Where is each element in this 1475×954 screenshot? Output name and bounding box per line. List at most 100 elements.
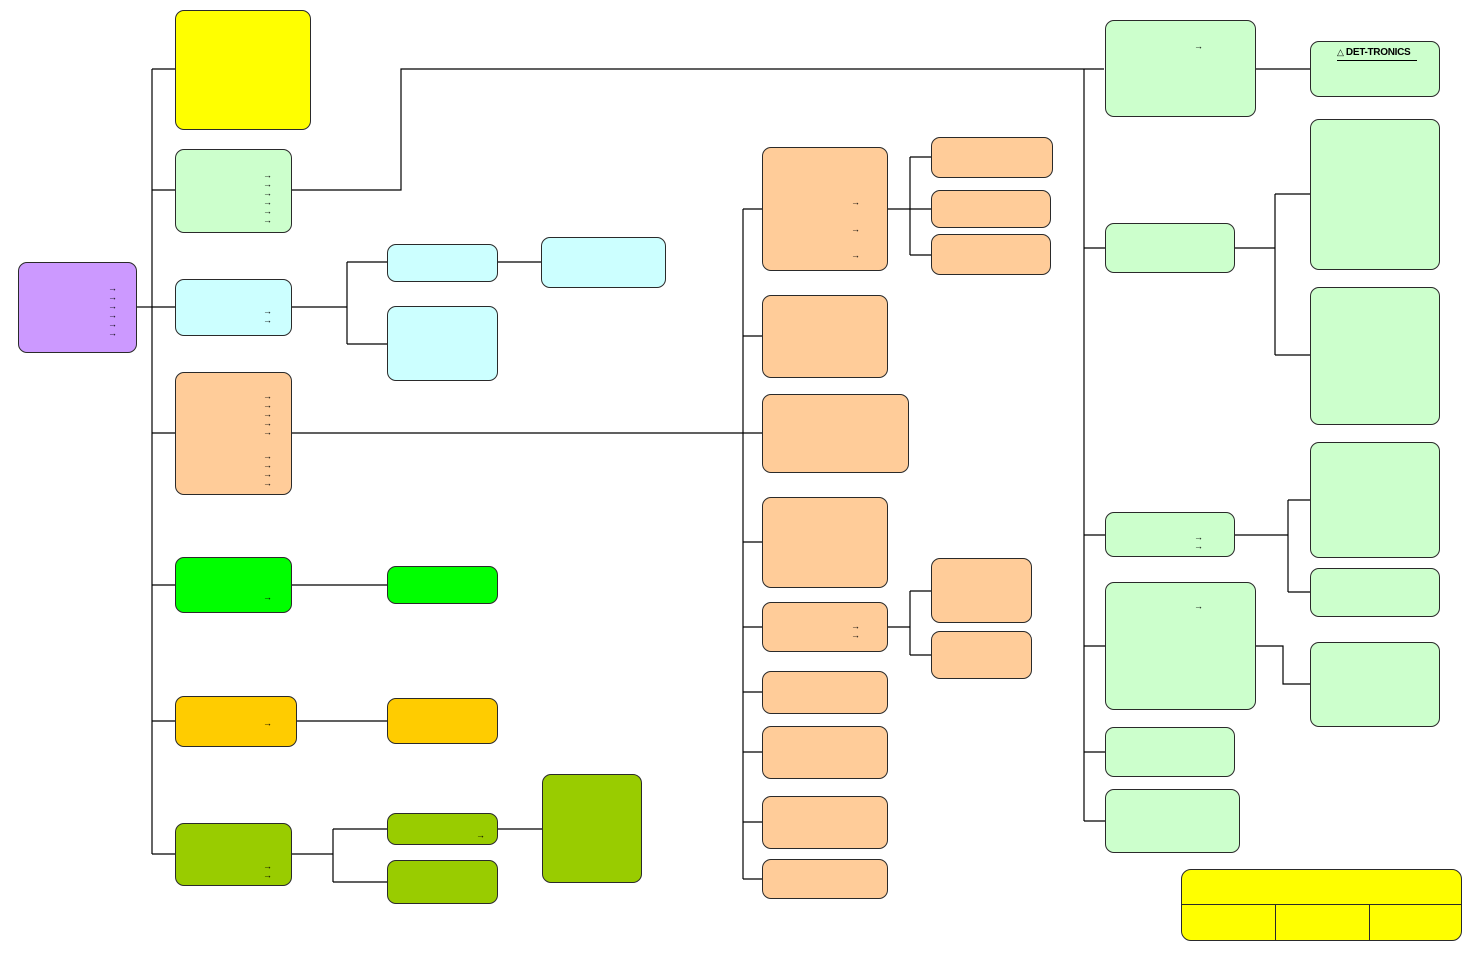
bright-green-category-arrows: → xyxy=(263,593,272,602)
logo-underline xyxy=(1337,60,1417,61)
peach-grandchild-node-1 xyxy=(931,137,1053,178)
bright-green-child-node xyxy=(387,566,498,604)
peach-child-node-9 xyxy=(762,859,888,899)
cyan-category-node xyxy=(175,279,292,336)
olive-child-arrows: → xyxy=(476,831,485,840)
arrow-icon: → xyxy=(108,301,117,311)
peach-category-node xyxy=(175,372,292,495)
cyan-child-node-1 xyxy=(387,244,498,282)
green-category-arrows: → → → → → → xyxy=(263,171,272,225)
arrow-icon: → xyxy=(108,283,117,293)
arrow-icon: → xyxy=(263,215,272,225)
arrow-icon: → xyxy=(1194,541,1203,551)
legend-cell-2 xyxy=(1276,905,1370,940)
peach-child-node-2 xyxy=(762,295,888,378)
green-far-node-3 xyxy=(1310,442,1440,558)
arrow-icon: → xyxy=(1194,601,1203,611)
arrow-icon: → xyxy=(1194,532,1203,542)
olive-grandchild-node xyxy=(542,774,642,883)
arrow-icon: → xyxy=(851,224,860,234)
arrow-icon: → xyxy=(108,319,117,329)
green-right-node-2 xyxy=(1105,223,1235,273)
arrow-icon: → xyxy=(263,306,272,316)
arrow-icon: → xyxy=(476,830,485,840)
arrow-icon: → xyxy=(263,469,272,479)
arrow-icon: → xyxy=(263,170,272,180)
legend-cell-1 xyxy=(1182,905,1276,940)
arrow-icon: → xyxy=(263,206,272,216)
arrow-icon: → xyxy=(263,391,272,401)
green-far-node-4 xyxy=(1310,568,1440,617)
arrow-icon: → xyxy=(263,427,272,437)
peach-grandchild-node-5 xyxy=(931,631,1032,679)
gold-child-node xyxy=(387,698,498,744)
green-right-4-arrow: → xyxy=(1194,602,1203,611)
legend-title xyxy=(1182,870,1461,905)
peach-child-node-4 xyxy=(762,497,888,588)
legend-cell-3 xyxy=(1370,905,1461,940)
peach-child-5-arrows: → → xyxy=(851,622,860,640)
peach-child-node-8 xyxy=(762,796,888,849)
green-right-1-arrow: → xyxy=(1194,42,1203,51)
green-right-node-1 xyxy=(1105,20,1256,117)
arrow-icon: → xyxy=(263,179,272,189)
peach-grandchild-node-2 xyxy=(931,190,1051,228)
dettronics-logo: △ DET-TRONICS xyxy=(1337,46,1417,61)
green-right-node-6 xyxy=(1105,789,1240,853)
green-right-node-5 xyxy=(1105,727,1235,777)
arrow-icon: → xyxy=(108,292,117,302)
peach-child-1-arrow-2: → xyxy=(851,225,860,234)
peach-category-arrows-bottom: → → → → xyxy=(263,452,272,488)
arrow-icon: → xyxy=(263,870,272,880)
green-right-node-4 xyxy=(1105,582,1256,710)
olive-category-arrows: → → xyxy=(263,862,272,880)
peach-child-node-7 xyxy=(762,726,888,779)
peach-child-1-arrow-1: → xyxy=(851,198,860,207)
arrow-icon: → xyxy=(263,418,272,428)
arrow-icon: → xyxy=(263,861,272,871)
root-node-arrows: → → → → → → xyxy=(108,284,117,338)
arrow-icon: → xyxy=(851,630,860,640)
green-category-node xyxy=(175,149,292,233)
arrow-icon: → xyxy=(108,328,117,338)
olive-child-node-2 xyxy=(387,860,498,904)
olive-child-node-1 xyxy=(387,813,498,845)
logo-triangle-icon: △ xyxy=(1337,47,1344,57)
arrow-icon: → xyxy=(263,197,272,207)
gold-category-node xyxy=(175,696,297,747)
olive-category-node xyxy=(175,823,292,886)
arrow-icon: → xyxy=(263,460,272,470)
arrow-icon: → xyxy=(851,197,860,207)
arrow-icon: → xyxy=(263,409,272,419)
cyan-category-arrows: → → xyxy=(263,307,272,325)
peach-child-node-5 xyxy=(762,602,888,652)
peach-category-arrows-top: → → → → → xyxy=(263,392,272,437)
logo-text: DET-TRONICS xyxy=(1345,47,1411,58)
cyan-grandchild-node xyxy=(541,237,666,288)
yellow-node xyxy=(175,10,311,130)
peach-child-node-1 xyxy=(762,147,888,271)
legend-box xyxy=(1181,869,1462,941)
green-right-3-arrows: → → xyxy=(1194,533,1203,551)
gold-category-arrows: → xyxy=(263,719,272,728)
arrow-icon: → xyxy=(851,621,860,631)
arrow-icon: → xyxy=(263,188,272,198)
arrow-icon: → xyxy=(108,310,117,320)
arrow-icon: → xyxy=(263,400,272,410)
green-far-node-2 xyxy=(1310,287,1440,425)
peach-child-node-6 xyxy=(762,671,888,714)
green-far-node-5 xyxy=(1310,642,1440,727)
peach-grandchild-node-3 xyxy=(931,234,1051,275)
green-right-node-3 xyxy=(1105,512,1235,557)
arrow-icon: → xyxy=(263,451,272,461)
arrow-icon: → xyxy=(851,250,860,260)
arrow-icon: → xyxy=(263,478,272,488)
peach-child-node-3 xyxy=(762,394,909,473)
root-node xyxy=(18,262,137,353)
peach-grandchild-node-4 xyxy=(931,558,1032,623)
arrow-icon: → xyxy=(1194,41,1203,51)
arrow-icon: → xyxy=(263,592,272,602)
connector xyxy=(1256,645,1310,685)
connector xyxy=(292,68,1104,191)
